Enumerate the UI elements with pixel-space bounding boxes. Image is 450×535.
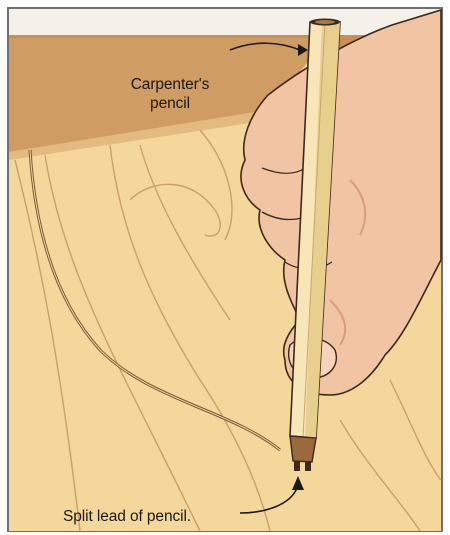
pencil-label-line-1: Carpenter's — [112, 75, 228, 94]
pencil-label-line-2: pencil — [112, 94, 228, 113]
split-lead-label: Split lead of pencil. — [63, 507, 191, 526]
pencil-label: Carpenter's pencil — [112, 75, 228, 113]
